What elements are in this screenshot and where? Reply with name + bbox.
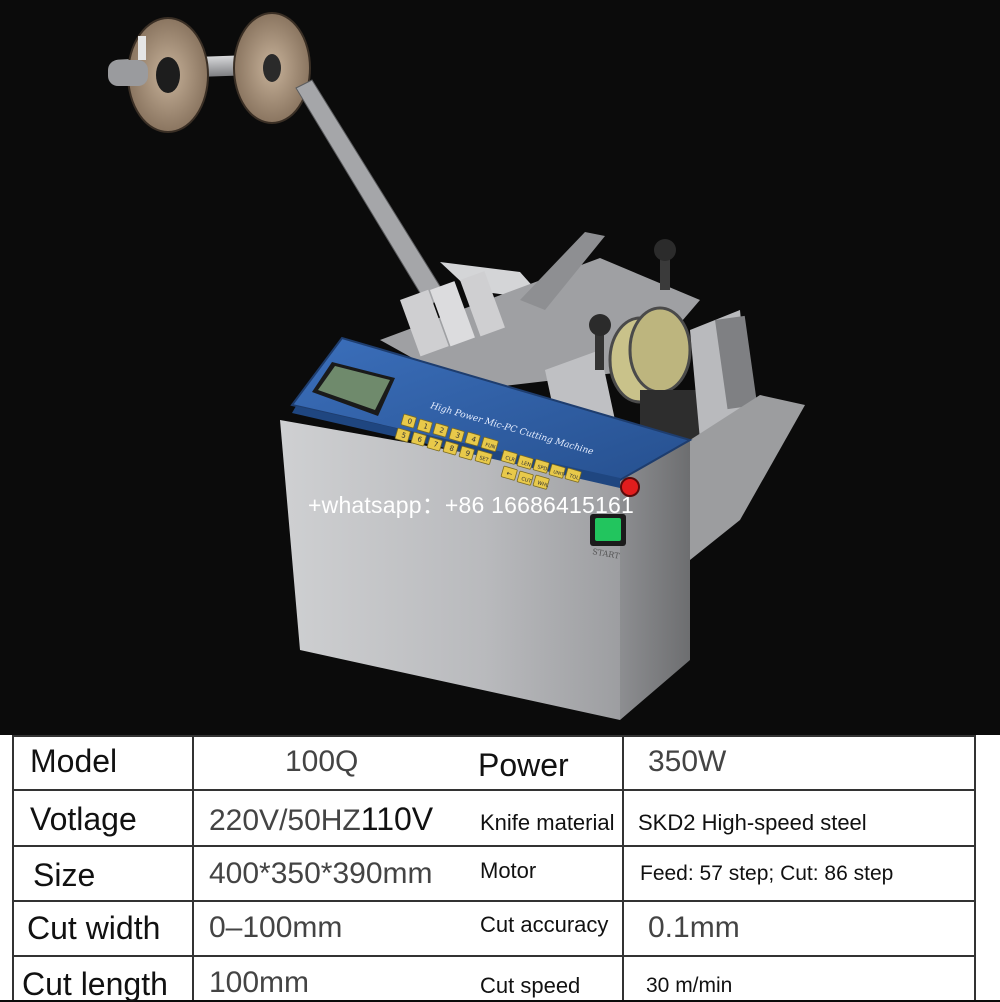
spec-value-cut-width: 0–100mm	[209, 911, 343, 944]
spec-value-power: 350W	[648, 745, 727, 778]
spec-value-voltage: 220V/50HZ110V	[209, 803, 433, 836]
key-set: SET	[478, 455, 490, 464]
key-3: 3	[454, 431, 461, 440]
spec-label-size: Size	[33, 857, 96, 893]
machine-body	[280, 420, 690, 720]
spec-value-size: 400*350*390mm	[209, 857, 433, 890]
spec-label-cut-speed: Cut speed	[480, 973, 581, 998]
whatsapp-watermark: +whatsapp：+86 16686415161	[308, 492, 635, 518]
spec-value-cut-accuracy: 0.1mm	[648, 911, 740, 944]
spec-value-motor: Feed: 57 step; Cut: 86 step	[640, 862, 894, 885]
spec-value-knife: SKD2 High-speed steel	[638, 810, 867, 835]
key-cut: CUT	[520, 476, 532, 485]
key-9: 9	[464, 449, 471, 458]
key-7: 7	[432, 440, 439, 449]
key-4: 4	[470, 435, 477, 444]
key-5: 5	[400, 431, 407, 440]
key-unit: UNIT	[552, 469, 564, 478]
spec-label-knife: Knife material	[480, 810, 615, 835]
spec-value-cut-speed: 30 m/min	[646, 974, 733, 997]
spec-label-cut-width: Cut width	[27, 910, 161, 946]
control-panel: High Power Mic-PC Cutting Machine	[290, 336, 693, 497]
key-8: 8	[448, 444, 455, 453]
spec-label-cut-length: Cut length	[22, 966, 168, 1002]
start-button	[595, 518, 621, 541]
key-whl: WHL	[536, 480, 549, 489]
spec-label-motor: Motor	[480, 858, 537, 883]
key-0: 0	[406, 417, 413, 426]
spec-value-voltage-main: 220V/50HZ	[209, 804, 361, 837]
spec-value-model: 100Q	[285, 745, 359, 778]
key-6: 6	[416, 435, 423, 444]
keypad-labels: 0 1 2 3 4 FUN 5 6 7 8 9 SET CLR LEN SPD …	[400, 417, 579, 489]
key-fun: FUN	[484, 442, 496, 451]
key-tol: TOL	[567, 473, 579, 482]
product-photo: High Power Mic-PC Cutting Machine	[108, 12, 805, 720]
spool-holder	[108, 12, 447, 307]
stop-button	[620, 477, 640, 497]
spec-table: Model 100Q Power 350W Votlage 220V/50HZ1…	[0, 735, 1000, 1000]
key-2: 2	[438, 426, 445, 435]
keypad	[394, 413, 582, 490]
feeding-mechanism	[380, 232, 805, 560]
spec-value-voltage-extra: 110V	[360, 801, 434, 837]
key-spd: SPD	[536, 464, 547, 473]
key-clr: CLR	[504, 455, 516, 464]
spec-label-cut-accuracy: Cut accuracy	[480, 912, 609, 937]
spec-label-power: Power	[478, 747, 569, 783]
key-arrow: ←	[505, 469, 513, 478]
key-1: 1	[422, 422, 429, 431]
key-len: LEN	[520, 460, 531, 469]
spec-label-voltage: Votlage	[30, 801, 137, 837]
spec-value-cut-length: 100mm	[209, 966, 310, 999]
spec-label-model: Model	[30, 743, 118, 779]
